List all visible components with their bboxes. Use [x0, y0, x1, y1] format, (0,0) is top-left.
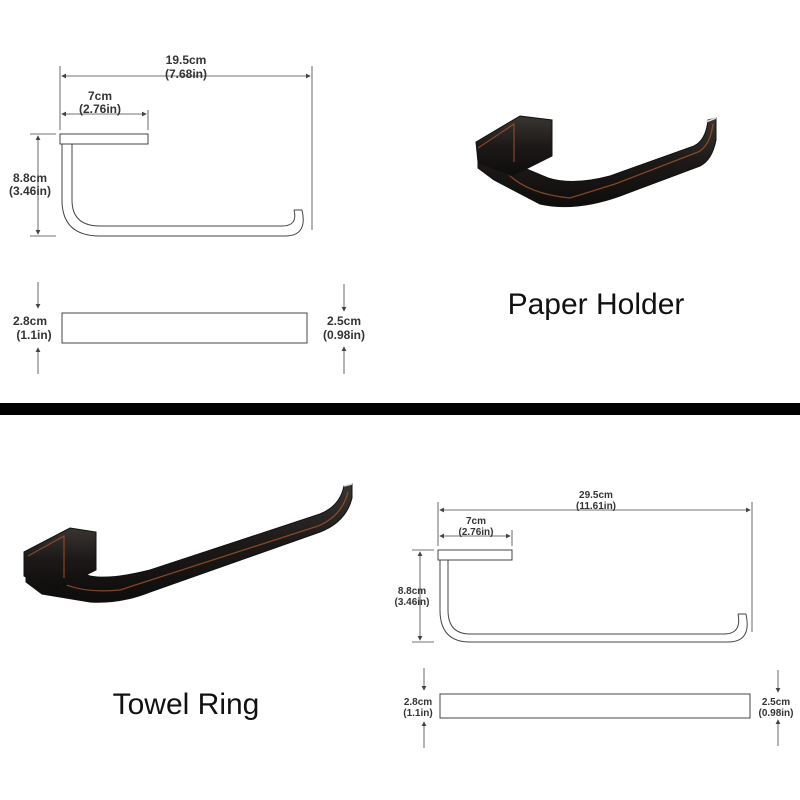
plate-cm: 7cm: [466, 516, 486, 527]
tip-depth-in: (0.98in): [323, 328, 365, 342]
height-in: (3.46in): [9, 184, 51, 198]
arm-outer-outline: [439, 560, 748, 643]
towel-ring-side-labels: 2.8cm (1.1in) 2.5cm (0.98in): [403, 697, 793, 719]
paper-holder-side-labels: 2.8cm (1.1in) 2.5cm (0.98in): [13, 314, 365, 342]
paper-holder-side-view: [35, 282, 347, 374]
mounting-plate-outline: [437, 549, 513, 561]
arm-outer-outline: [61, 144, 304, 237]
towel-ring-dimension-lines: [412, 502, 753, 643]
plate-cm: 7cm: [88, 89, 112, 103]
towel-ring-product-image: [23, 483, 353, 603]
towel-ring-top-labels: 29.5cm (11.61in) 7cm (2.76in) 8.8cm (3.4…: [394, 490, 616, 608]
base-depth-in: (1.1in): [16, 328, 51, 342]
arm-inner-outline: [71, 144, 296, 227]
tip-depth-in: (0.98in): [758, 708, 793, 719]
side-bar-outline: [61, 312, 308, 344]
paper-holder-title: Paper Holder: [508, 288, 685, 321]
towel-ring-side-view: [421, 668, 781, 748]
paper-holder-product-image: [475, 115, 717, 208]
base-depth-in: (1.1in): [403, 708, 432, 719]
height-in: (3.46in): [394, 597, 429, 608]
towel-ring-title: Towel Ring: [113, 688, 260, 721]
tip-depth-cm: 2.5cm: [762, 697, 790, 708]
plate-in: (2.76in): [79, 102, 121, 116]
width-in: (11.61in): [576, 501, 616, 512]
width-cm: 19.5cm: [166, 53, 207, 67]
height-cm: 8.8cm: [398, 586, 426, 597]
arm-inner-outline: [447, 560, 740, 635]
base-depth-cm: 2.8cm: [13, 314, 47, 328]
section-divider: [0, 403, 800, 415]
width-cm: 29.5cm: [579, 490, 613, 501]
mounting-plate-outline: [59, 133, 149, 145]
paper-holder-dimension-lines: [30, 66, 313, 237]
tip-depth-cm: 2.5cm: [327, 314, 361, 328]
paper-holder-top-labels: 19.5cm (7.68in) 7cm (2.76in) 8.8cm (3.46…: [9, 53, 207, 198]
plate-in: (2.76in): [458, 527, 493, 538]
height-cm: 8.8cm: [13, 171, 47, 185]
towel-ring-top-view: [437, 549, 748, 643]
paper-holder-top-view: [59, 133, 304, 237]
base-depth-cm: 2.8cm: [404, 697, 432, 708]
width-in: (7.68in): [165, 67, 207, 81]
side-bar-outline: [439, 693, 751, 719]
